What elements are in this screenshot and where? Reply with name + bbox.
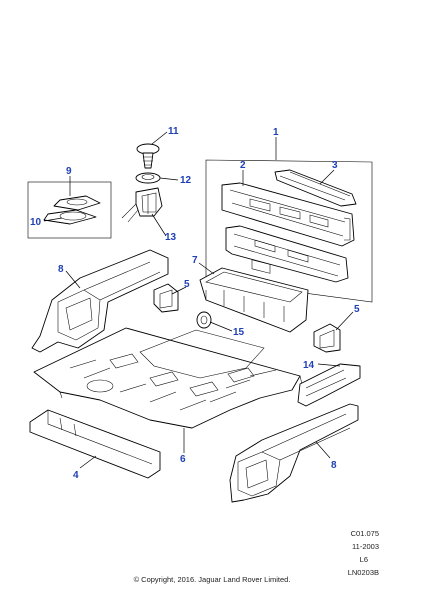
leader-3 (319, 169, 335, 185)
rear-rail-left (31, 249, 169, 353)
rear-valance (29, 409, 161, 479)
callout-5-right: 5 (354, 304, 360, 315)
callout-14: 14 (303, 360, 315, 371)
callout-13: 13 (165, 232, 177, 243)
rear-crossmember-lower (225, 225, 349, 283)
rear-crossmember-upper (221, 182, 355, 274)
leader-4 (79, 455, 97, 469)
support-bracket (297, 363, 361, 407)
callout-8-left: 8 (58, 264, 64, 275)
washer (135, 172, 161, 184)
leader-13 (151, 213, 167, 237)
grommet (196, 311, 212, 329)
reference-code: C01.075 (350, 529, 379, 538)
callout-10: 10 (30, 217, 42, 228)
plug-fastener (136, 143, 160, 169)
leader-7 (198, 262, 215, 275)
callout-12: 12 (180, 175, 192, 186)
callout-4: 4 (73, 470, 79, 481)
leader-8a (65, 270, 81, 289)
leader-5a (171, 286, 187, 295)
callout-3: 3 (332, 160, 338, 171)
callout-15: 15 (233, 327, 245, 338)
leader-5b (335, 311, 354, 331)
leader-11 (151, 131, 168, 145)
callout-7: 7 (192, 255, 198, 266)
copyright-notice: © Copyright, 2016. Jaguar Land Rover Lim… (133, 575, 291, 584)
rear-floor-panel (33, 327, 303, 429)
callout-6: 6 (180, 454, 186, 465)
mounting-bracket-right (313, 323, 341, 353)
callout-5-left: 5 (184, 279, 190, 290)
leader-12 (159, 177, 179, 181)
assembly-frame-9 (27, 181, 112, 239)
callout-8-right: 8 (331, 460, 337, 471)
storage-tub (199, 267, 309, 333)
mounting-bracket-left (153, 283, 179, 313)
callout-9: 9 (66, 166, 72, 177)
rear-rail-right (229, 403, 359, 503)
reference-date: 11-2003 (352, 542, 379, 551)
leader-8b (315, 441, 331, 459)
leader-14 (317, 363, 341, 367)
callout-1: 1 (273, 127, 279, 138)
reference-engine: L6 (359, 555, 368, 564)
leader-10 (43, 217, 63, 222)
clamp-plate (43, 195, 101, 225)
spare-wheel-bracket (121, 187, 163, 223)
callout-11: 11 (168, 126, 179, 137)
drawing-number: LN0203B (347, 568, 379, 577)
leader-15 (209, 321, 233, 332)
callout-2: 2 (240, 160, 246, 171)
assembly-frame-1 (205, 159, 373, 303)
